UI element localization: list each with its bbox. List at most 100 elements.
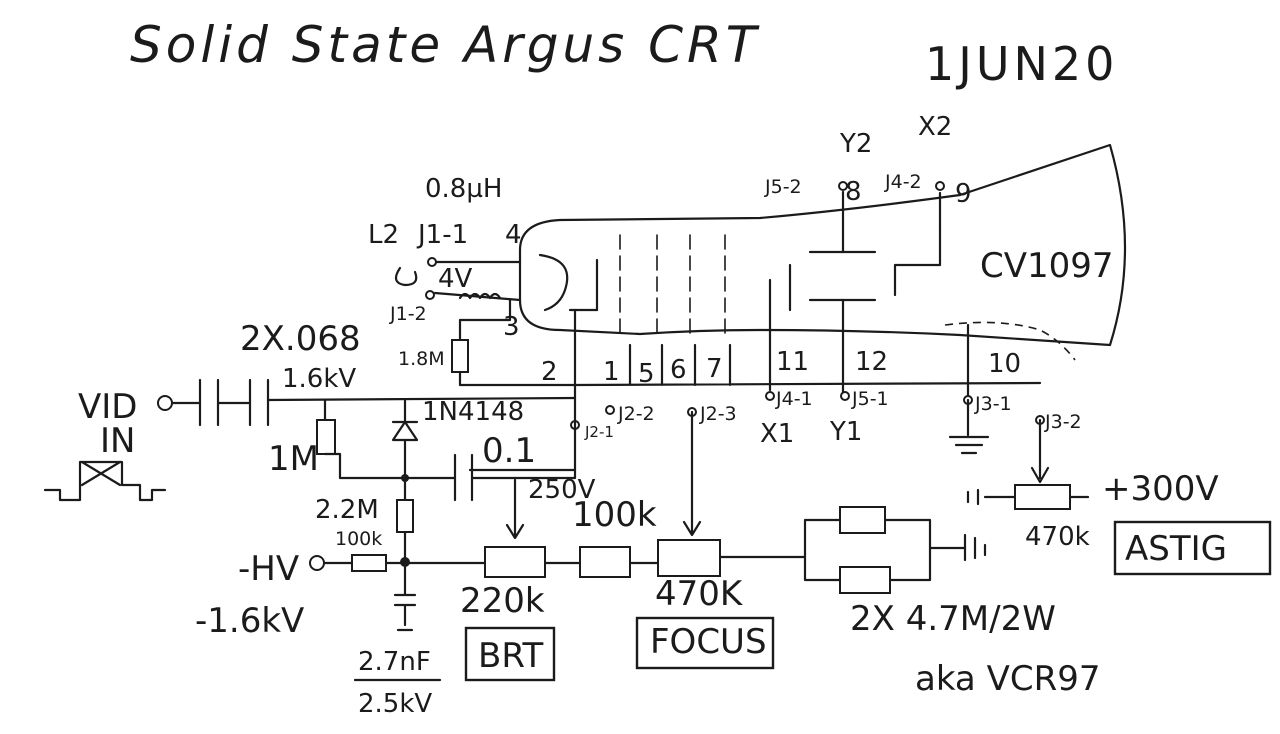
bnc-connector: [43, 460, 167, 502]
j5-2-terminal: [838, 181, 848, 191]
j2-1-label: J2-1: [584, 423, 614, 441]
pin-1: 1: [603, 357, 620, 387]
astig-box: [1113, 520, 1272, 576]
l2-coil: [394, 266, 418, 287]
tube-label: CV1097: [980, 246, 1114, 286]
pot-220k-wiper: [505, 478, 525, 540]
v300-label: +300V: [1102, 469, 1219, 509]
inductor-label: 0.8µH: [425, 174, 502, 204]
y1-label: Y1: [829, 417, 862, 447]
electrode-grids: [568, 234, 726, 341]
resistor-100k-a: [351, 554, 387, 572]
pin3-lead: [458, 298, 512, 342]
pin-9: 9: [955, 179, 972, 209]
j4-2-terminal: [935, 181, 945, 191]
pin-4: 4: [505, 220, 522, 250]
pin-8: 8: [845, 177, 862, 207]
resistor-4-7m-b: [839, 566, 891, 594]
diode-1n4148: [391, 398, 419, 480]
j1-2-terminal: [425, 290, 435, 300]
input-caps: [170, 378, 577, 427]
cap-2-5kv-label: 2.5kV: [358, 689, 432, 719]
j3-2-label: J3-2: [1044, 411, 1082, 433]
resistor-1m: [316, 419, 336, 455]
heater-coil: [458, 292, 502, 300]
vid-in-terminal: [157, 395, 173, 411]
cap-0-1: [403, 453, 577, 502]
j3-1-label: J3-1: [974, 393, 1012, 415]
cap-01-label: 0.1: [482, 431, 536, 471]
j5-1-label: J5-1: [851, 388, 889, 410]
heater-label: 4V: [438, 264, 473, 294]
pot-220k-label: 220k: [460, 581, 545, 621]
pin-5: 5: [638, 359, 655, 389]
date-text: 1JUN20: [925, 37, 1118, 91]
pin-6: 6: [670, 355, 687, 385]
j2-3-label: J2-3: [699, 403, 737, 425]
pin-base-line: [573, 343, 1042, 387]
j2-2-label: J2-2: [617, 403, 655, 425]
pot-470k-label: 470K: [655, 574, 744, 614]
pot-470k: [657, 539, 721, 577]
j1-2-label: J1-2: [389, 303, 427, 325]
r-1m-label: 1M: [268, 439, 319, 479]
aka-label: aka VCR97: [915, 659, 1100, 699]
j5-1-terminal: [840, 391, 850, 401]
hv-terminal: [309, 555, 325, 571]
j4-1-terminal: [765, 391, 775, 401]
hv-label: -HV: [238, 549, 299, 589]
res-pair-label: 2X 4.7M/2W: [850, 599, 1056, 639]
resistor-1-8m: [451, 339, 469, 373]
r-100k-b-label: 100k: [572, 495, 657, 535]
ground-symbol: [948, 398, 990, 455]
y2-label: Y2: [839, 129, 872, 159]
cap-2-7nf-label: 2.7nF: [358, 647, 431, 677]
x1-label: X1: [760, 419, 794, 449]
in-label: IN: [100, 421, 135, 461]
x2-label: X2: [918, 112, 952, 142]
pin-12: 12: [855, 347, 888, 377]
hv-volt-label: -1.6kV: [195, 601, 304, 641]
astig-wiper: [1030, 418, 1050, 484]
title-text: Solid State Argus CRT: [130, 16, 760, 74]
resistor-4-7m-a: [839, 506, 886, 534]
j4-1-label: J4-1: [775, 388, 813, 410]
pin-7: 7: [706, 354, 723, 384]
pot-220k: [484, 546, 546, 578]
j5-2-label: J5-2: [764, 176, 802, 198]
brt-box: [464, 626, 556, 682]
pin-2: 2: [541, 357, 558, 387]
cathode-shape: [538, 253, 569, 312]
r-100k-a-label: 100k: [335, 528, 382, 550]
r1m-lead-bottom: [323, 452, 407, 480]
resistor-100k-b: [579, 546, 631, 578]
pot-470k-b: [1014, 484, 1071, 510]
focus-label: FOCUS: [650, 622, 767, 662]
astig-label: ASTIG: [1125, 529, 1227, 569]
vid-label: VID: [78, 387, 137, 427]
r1-8m-lead: [458, 370, 577, 387]
pin-3: 3: [503, 312, 520, 342]
j1-1-label: J1-1: [416, 220, 468, 250]
parallel-wires: [803, 518, 967, 582]
diode-label: 1N4148: [422, 397, 524, 427]
pot-470k-b-label: 470k: [1025, 522, 1090, 552]
focus-wiper: [682, 410, 702, 537]
brt-label: BRT: [478, 636, 543, 676]
astig-leads: [966, 488, 1090, 506]
bnc-cross: [80, 460, 122, 487]
r-2-2m-label: 2.2M: [315, 495, 379, 525]
pin-10: 10: [988, 349, 1021, 379]
supply-mark: [963, 533, 987, 562]
cap-2x-label: 2X.068: [240, 319, 361, 359]
j1-1-terminal: [427, 257, 437, 267]
r-1-8m-label: 1.8M: [398, 348, 445, 370]
cap-250v-label: 250V: [528, 475, 596, 505]
cap-rating-label: 1.6kV: [282, 364, 356, 394]
j4-2-label: J4-2: [884, 171, 922, 193]
j2-2-terminal: [605, 405, 615, 415]
l2-label: L2: [368, 220, 399, 250]
cap-2-7nf: [393, 560, 417, 632]
resistor-2-2m: [396, 499, 414, 533]
